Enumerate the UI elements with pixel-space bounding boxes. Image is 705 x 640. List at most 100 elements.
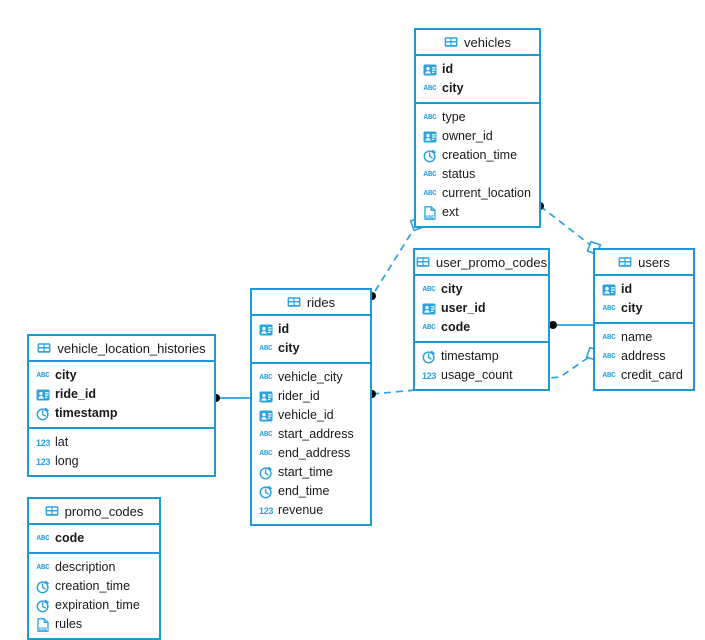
identity-icon (259, 390, 273, 404)
column-name: city (55, 368, 77, 383)
123-icon: 123 (36, 456, 51, 467)
column-row[interactable]: creation_time (29, 577, 159, 596)
table-grid-icon (287, 295, 301, 309)
column-name: creation_time (442, 148, 518, 163)
abc-icon: ABC (423, 84, 437, 93)
column-name: id (278, 322, 290, 337)
123-icon: 123 (259, 505, 274, 516)
column-row[interactable]: ABC city (416, 79, 539, 98)
abc-icon: ABC (602, 304, 616, 313)
column-row[interactable]: timestamp (415, 347, 548, 366)
column-name: vehicle_id (278, 408, 334, 423)
abc-icon: ABC (422, 285, 436, 294)
abc-icon: ABC (259, 449, 273, 458)
123-icon: 123 (36, 437, 51, 448)
abc-icon: ABC (602, 333, 616, 342)
column-row[interactable]: ABC city (29, 366, 214, 385)
column-name: city (621, 301, 643, 316)
column-name: ext (442, 205, 459, 220)
relationship-user_promo_codes-to-users[interactable] (549, 321, 593, 329)
identity-icon (36, 388, 50, 402)
table-header[interactable]: promo_codes (29, 499, 159, 525)
column-row[interactable]: id (252, 320, 370, 339)
column-row[interactable]: ABC city (595, 299, 693, 318)
table-header[interactable]: rides (252, 290, 370, 316)
identity-icon (259, 409, 273, 423)
table-header[interactable]: user_promo_codes (415, 250, 548, 276)
column-row[interactable]: id (595, 280, 693, 299)
column-row[interactable]: expiration_time (29, 596, 159, 615)
column-name: timestamp (55, 406, 118, 421)
column-row[interactable]: creation_time (416, 146, 539, 165)
table-grid-icon (444, 35, 458, 49)
abc-icon: ABC (259, 430, 273, 439)
relationship-rides-to-vehicle_location_histories[interactable] (212, 394, 250, 402)
column-name: id (621, 282, 633, 297)
relationship-vehicles-to-users[interactable] (536, 202, 602, 256)
abc-icon: ABC (36, 371, 50, 380)
column-name: code (441, 320, 471, 335)
abc-icon: ABC (259, 373, 273, 382)
relationship-dot-marker (549, 321, 557, 329)
column-row[interactable]: JSON ext (416, 203, 539, 222)
column-row[interactable]: end_time (252, 482, 370, 501)
column-row[interactable]: ride_id (29, 385, 214, 404)
column-row[interactable]: owner_id (416, 127, 539, 146)
clock-icon (36, 407, 50, 421)
column-row[interactable]: timestamp (29, 404, 214, 423)
column-row[interactable]: start_time (252, 463, 370, 482)
column-row[interactable]: id (416, 60, 539, 79)
column-name: expiration_time (55, 598, 140, 613)
table-header[interactable]: vehicles (416, 30, 539, 56)
clock-icon (259, 466, 273, 480)
column-row[interactable]: rider_id (252, 387, 370, 406)
svg-text:JSON: JSON (37, 626, 48, 631)
clock-icon (36, 580, 50, 594)
relationship-line (539, 205, 594, 248)
table-grid-icon (45, 504, 59, 518)
column-name: city (442, 81, 464, 96)
column-row[interactable]: user_id (415, 299, 548, 318)
table-header[interactable]: users (595, 250, 693, 276)
column-row[interactable]: ABC start_address (252, 425, 370, 444)
column-name: usage_count (441, 368, 513, 383)
column-name: start_address (278, 427, 354, 442)
table-header[interactable]: vehicle_location_histories (29, 336, 214, 362)
clock-icon (259, 485, 273, 499)
column-name: ride_id (55, 387, 96, 402)
json-icon: JSON (423, 205, 437, 220)
column-row[interactable]: vehicle_id (252, 406, 370, 425)
